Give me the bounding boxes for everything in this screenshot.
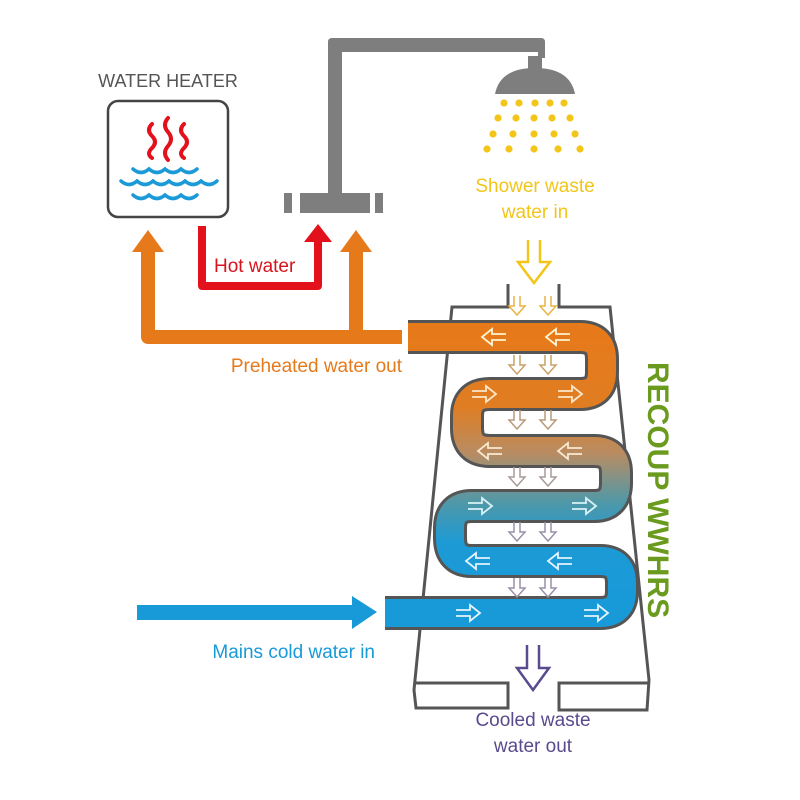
cooled-waste-label-2: water out [493,736,573,757]
water-waves-icon [119,166,219,201]
preheated-water-label: Preheated water out [231,356,403,377]
spray-droplet [530,114,538,122]
spray-droplet [554,145,562,153]
spray-droplet [509,130,517,138]
drip-down-arrow-icon [538,296,558,317]
spray-droplet [576,145,584,153]
mains-cold-water-label: Mains cold water in [212,642,375,663]
hot-water-flow: Hot water [198,224,332,290]
flow-right-arrow-icon [584,603,610,623]
flow-left-arrow-icon [464,551,490,571]
drip-down-arrow-icon [507,296,527,317]
shower-pipe [284,38,545,213]
water-heater-label: WATER HEATER [98,71,238,91]
flow-right-arrow-icon [456,603,482,623]
flow-left-arrow-icon [556,441,582,461]
flow-left-arrow-icon [476,441,502,461]
flow-right-arrow-icon [472,384,498,404]
wwhrs-housing [412,284,651,712]
spray-droplet [505,145,513,153]
spray-droplet [571,130,579,138]
flow-right-arrow-icon [468,496,494,516]
spray-droplet [512,114,520,122]
drip-down-arrow-icon [538,522,558,543]
flow-left-arrow-icon [480,327,506,347]
spray-droplet [500,99,508,107]
spray-droplet [530,130,538,138]
waste-out-arrow-icon [514,645,552,693]
steam-icon [147,116,189,162]
drip-down-arrow-icon [507,467,527,488]
cooled-waste-label-1: Cooled waste [475,710,590,731]
flow-left-arrow-icon [546,551,572,571]
spray-droplet [566,114,574,122]
water-heater: WATER HEATER [98,71,238,219]
spray-droplet [550,130,558,138]
spray-droplet [483,145,491,153]
flow-left-arrow-icon [544,327,570,347]
spray-droplet [489,130,497,138]
drip-down-arrow-icon [538,467,558,488]
brand-label: RECOUP WWHRS [641,362,674,618]
flow-right-arrow-icon [572,496,598,516]
drip-down-arrow-icon [507,578,527,599]
spray-droplet [546,99,554,107]
shower-spray [483,99,584,153]
flow-right-arrow-icon [558,384,584,404]
spray-droplet [548,114,556,122]
waste-drip-arrows [507,296,558,599]
drip-down-arrow-icon [507,355,527,376]
spray-droplet [515,99,523,107]
drip-down-arrow-icon [538,410,558,431]
drip-down-arrow-icon [538,578,558,599]
mains-cold-water-flow: Mains cold water in [137,596,377,663]
hot-water-label: Hot water [214,256,296,277]
drip-down-arrow-icon [538,355,558,376]
spray-droplet [531,99,539,107]
spray-droplet [494,114,502,122]
drip-down-arrow-icon [507,410,527,431]
waste-in-arrow-icon [515,240,553,286]
preheated-water-flow: Preheated water out [132,230,403,377]
heat-exchanger-pipe [385,320,639,630]
drip-down-arrow-icon [507,522,527,543]
spray-droplet [560,99,568,107]
pipe-flow-arrows [456,327,610,623]
shower-waste-label-1: Shower waste [475,176,594,197]
shower-head-icon [495,56,575,94]
spray-droplet [530,145,538,153]
shower-waste-label-2: water in [501,202,569,223]
